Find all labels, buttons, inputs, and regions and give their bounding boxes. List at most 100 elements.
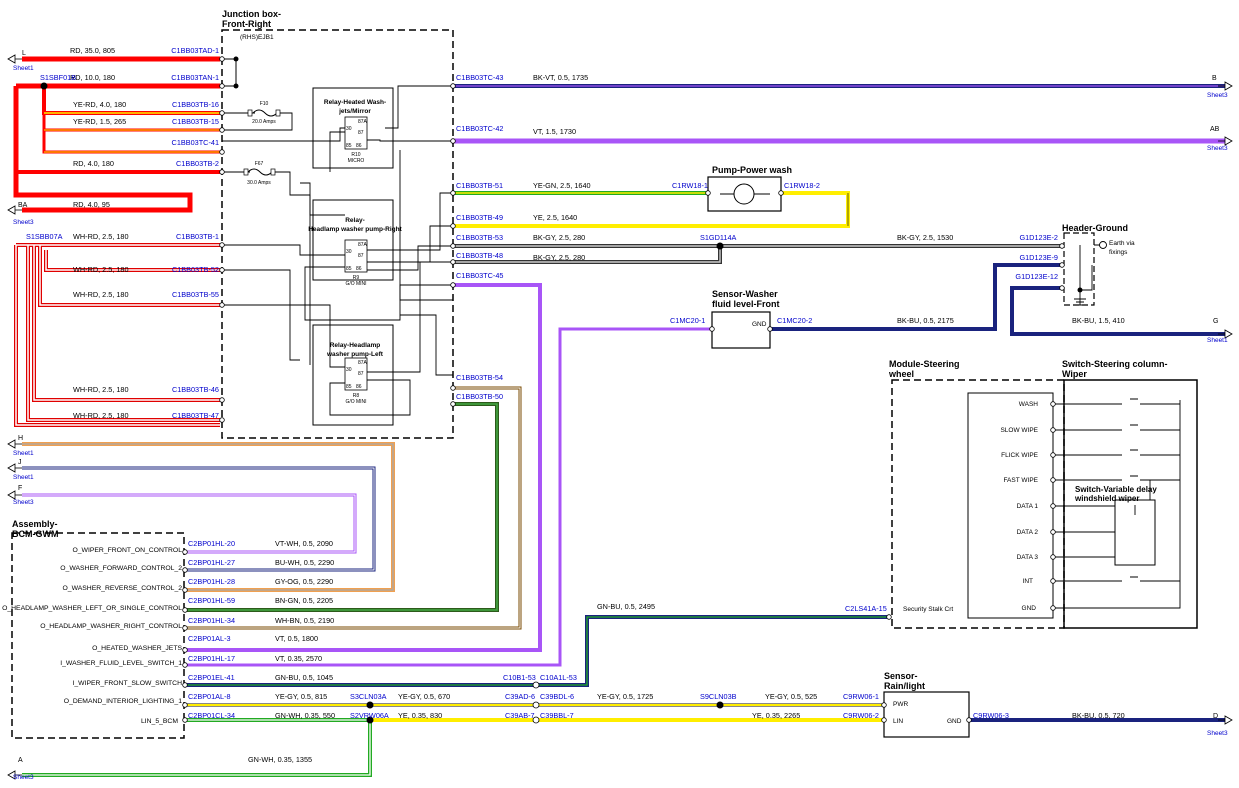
svg-text:87A: 87A	[358, 242, 368, 248]
header-ground-lines	[1074, 241, 1107, 306]
delay-switch-outline	[1114, 499, 1156, 566]
svg-text:30.0 Amps: 30.0 Amps	[247, 180, 271, 186]
component-headings: Junction box- Front-Right Pump-Power was…	[12, 9, 1168, 691]
relay-left-body	[344, 357, 368, 391]
svg-text:C9RW06-2: C9RW06-2	[843, 711, 879, 720]
wire-label: WH-RD, 2.5, 180	[73, 232, 129, 241]
rain-sensor-outline	[883, 691, 970, 738]
switch-column-title: Switch-Steering column-	[1062, 359, 1168, 369]
wire-label: BK-BU, 0.5, 2175	[897, 316, 954, 325]
svg-text:L: L	[22, 50, 26, 57]
svg-text:C1BB03TB-1: C1BB03TB-1	[176, 232, 219, 241]
svg-text:C2BP01HL-34: C2BP01HL-34	[188, 616, 235, 625]
svg-text:O_WASHER_REVERSE_CONTROL_2: O_WASHER_REVERSE_CONTROL_2	[63, 585, 183, 592]
relay-sub-labels: R10 MICRO R9 G/O MINI R8 G/O MINI	[345, 152, 366, 405]
svg-text:DATA 2: DATA 2	[1017, 529, 1039, 536]
svg-text:MICRO: MICRO	[348, 158, 365, 164]
rain-sensor-title: Sensor-	[884, 671, 918, 681]
svg-text:Sheet3: Sheet3	[13, 499, 34, 506]
svg-text:C39BBL-7: C39BBL-7	[540, 711, 574, 720]
svg-text:SLOW WIPE: SLOW WIPE	[1000, 427, 1038, 434]
sheet-labels: Sheet1 Sheet3 Sheet1 Sheet1 Sheet3 Sheet…	[13, 65, 1228, 781]
wire-label: YE-GN, 2.5, 1640	[533, 181, 591, 190]
wire-label: RD, 4.0, 180	[73, 159, 114, 168]
wire-label: YE, 0.35, 830	[398, 711, 442, 720]
wire-label: VT, 0.35, 2570	[275, 654, 322, 663]
svg-text:20.0 Amps: 20.0 Amps	[252, 119, 276, 125]
svg-text:FAST WIPE: FAST WIPE	[1003, 477, 1038, 484]
red-wire-stripes	[44, 112, 220, 153]
bcm-pin-labels: O_WIPER_FRONT_ON_CONTROL O_WASHER_FORWAR…	[2, 547, 182, 725]
wire-label: BK-VT, 0.5, 1735	[533, 73, 588, 82]
svg-text:R8: R8	[353, 393, 360, 399]
svg-text:Sheet3: Sheet3	[13, 219, 34, 226]
bcm-title: Assembly-	[12, 519, 58, 529]
svg-text:30: 30	[346, 126, 352, 132]
svg-text:C1BB03TB-16: C1BB03TB-16	[172, 100, 219, 109]
pin-markers	[182, 56, 1065, 724]
svg-text:LIN: LIN	[893, 718, 903, 725]
wire-label: BK-BU, 0.5, 720	[1072, 711, 1125, 720]
svg-text:fixings: fixings	[1109, 249, 1128, 256]
bcm-title: BCM-GWM	[12, 529, 59, 539]
switch-column-lines	[1053, 398, 1181, 609]
svg-text:G/O MINI: G/O MINI	[345, 281, 366, 287]
svg-text:C1BB03TB-50: C1BB03TB-50	[456, 392, 503, 401]
svg-text:C2BP01HL-27: C2BP01HL-27	[188, 558, 235, 567]
wire-label: VT-WH, 0.5, 2090	[275, 539, 333, 548]
long-wires	[185, 84, 1225, 722]
switch-column-title: Wiper	[1062, 369, 1087, 379]
svg-text:C1RW18-2: C1RW18-2	[784, 181, 820, 190]
svg-text:O_HEADLAMP_WASHER_LEFT_OR_SING: O_HEADLAMP_WASHER_LEFT_OR_SINGLE_CONTROL	[2, 605, 182, 612]
wire-label: YE-RD, 1.5, 265	[73, 117, 126, 126]
svg-text:S1SBB07A: S1SBB07A	[26, 232, 63, 241]
svg-text:C2BP01CL-34: C2BP01CL-34	[188, 711, 235, 720]
svg-text:85: 85	[346, 266, 352, 272]
svg-text:R9: R9	[353, 275, 360, 281]
svg-text:PWR: PWR	[893, 701, 908, 708]
rain-sensor-title: Rain/light	[884, 681, 925, 691]
svg-text:C10B1-53: C10B1-53	[503, 673, 536, 682]
svg-text:H: H	[18, 435, 23, 442]
module-steering-outline	[891, 379, 1065, 629]
pump-title: Pump-Power wash	[712, 165, 792, 175]
svg-text:C1BB03TC-41: C1BB03TC-41	[172, 138, 219, 147]
fluid-sensor-title: Sensor-Washer	[712, 289, 778, 299]
svg-text:Relay-Headlamp: Relay-Headlamp	[330, 342, 381, 349]
svg-text:GND: GND	[947, 718, 962, 725]
svg-text:BA: BA	[18, 202, 28, 209]
wire-label: WH-RD, 2.5, 180	[73, 411, 129, 420]
svg-text:INT: INT	[1023, 578, 1034, 585]
svg-text:O_DEMAND_INTERIOR_LIGHTING_1: O_DEMAND_INTERIOR_LIGHTING_1	[64, 698, 182, 705]
relay-right-frame	[312, 199, 394, 281]
svg-text:C1RW18-1: C1RW18-1	[672, 181, 708, 190]
svg-text:C1MC20-2: C1MC20-2	[777, 316, 812, 325]
svg-text:(RHS)EJB1: (RHS)EJB1	[240, 34, 274, 41]
svg-text:washer pump-Left: washer pump-Left	[326, 351, 384, 358]
junction-box-title: Front-Right	[222, 19, 271, 29]
svg-text:O_HEATED_WASHER_JETS: O_HEATED_WASHER_JETS	[92, 645, 182, 652]
wire-label: BN-GN, 0.5, 2205	[275, 596, 333, 605]
wire-label: YE, 0.35, 2265	[752, 711, 800, 720]
svg-text:O_WASHER_FORWARD_CONTROL_2: O_WASHER_FORWARD_CONTROL_2	[60, 565, 182, 572]
connector-labels: C1BB03TAD-1 C1BB03TAN-1 C1BB03TB-16 C1BB…	[26, 46, 1058, 720]
wire-labels: RD, 35.0, 805 RD, 10.0, 180 YE-RD, 4.0, …	[70, 46, 1125, 764]
svg-text:Relay-Heated Wash-: Relay-Heated Wash-	[324, 99, 386, 106]
svg-text:C1BB03TB-51: C1BB03TB-51	[456, 181, 503, 190]
svg-text:G: G	[1213, 318, 1218, 325]
svg-text:G1D123E-2: G1D123E-2	[1019, 233, 1058, 242]
svg-text:G/O MINI: G/O MINI	[345, 399, 366, 405]
svg-text:Sheet1: Sheet1	[13, 474, 34, 481]
svg-text:C9RW06-3: C9RW06-3	[973, 711, 1009, 720]
wire-label: GN-BU, 0.5, 1045	[275, 673, 333, 682]
svg-text:S1GD114A: S1GD114A	[700, 233, 737, 242]
svg-text:I_WASHER_FLUID_LEVEL_SWITCH_1: I_WASHER_FLUID_LEVEL_SWITCH_1	[60, 660, 182, 667]
svg-text:C1BB03TC-42: C1BB03TC-42	[456, 124, 503, 133]
misc-labels: (RHS)EJB1 Earth via fixings GND Security…	[240, 34, 1135, 725]
svg-text:I_WIPER_FRONT_SLOW_SWITCH: I_WIPER_FRONT_SLOW_SWITCH	[72, 680, 182, 687]
svg-text:Sheet3: Sheet3	[1207, 145, 1228, 152]
svg-text:C39AD-6: C39AD-6	[505, 692, 535, 701]
relay-left-frame	[312, 324, 394, 426]
svg-text:G1D123E-12: G1D123E-12	[1015, 272, 1058, 281]
svg-text:85: 85	[346, 143, 352, 149]
